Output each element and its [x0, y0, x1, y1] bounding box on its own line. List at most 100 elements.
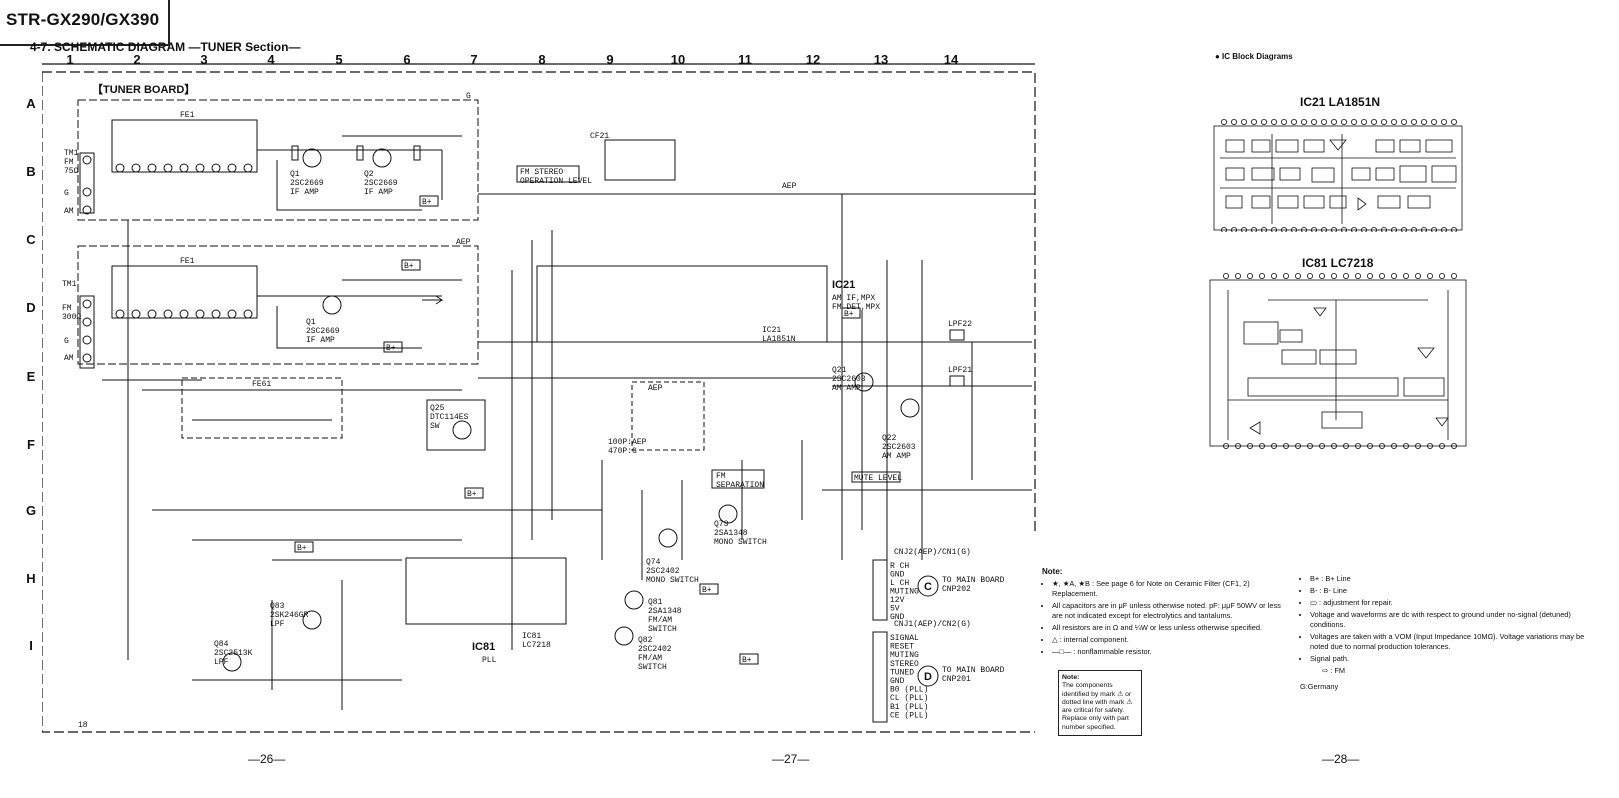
ic-pin	[1380, 119, 1387, 125]
column-number: 5	[335, 52, 343, 67]
ic-pin	[1390, 119, 1397, 125]
fe1-pin	[243, 163, 253, 173]
ic-pin	[1391, 227, 1397, 232]
fe1-pin	[147, 309, 157, 319]
model-box	[0, 0, 170, 46]
cnj2-pin-label: 12V	[890, 596, 905, 605]
cnj2-pin-label: R CH	[890, 562, 909, 571]
row-letter: E	[26, 369, 36, 384]
bplus-tags: B+B+B+B+B+B+B+B+	[294, 195, 861, 665]
ic-pin	[1411, 227, 1417, 232]
antenna-am-top: AM	[64, 207, 74, 216]
bplus-tag-box	[419, 195, 439, 207]
ic-pin	[1430, 119, 1437, 125]
ic-pin	[1251, 119, 1258, 125]
cnj2-pin-label: GND	[890, 613, 905, 622]
bplus-tag-box	[739, 653, 759, 665]
ic-pin	[1291, 119, 1298, 125]
ic-pin	[1331, 119, 1338, 125]
safety-note-box: Note: The components identified by mark …	[1058, 670, 1142, 737]
bplus-tag-box	[464, 487, 484, 499]
ic-pin	[1340, 119, 1347, 125]
mute-level-label: MUTE LEVEL	[854, 474, 902, 483]
ic-pin	[1414, 442, 1421, 449]
ic21-block-title: IC21 LA1851N	[1300, 95, 1381, 109]
connector-c-letter: C	[924, 581, 932, 593]
row-letter: A	[26, 96, 36, 111]
row-letter: F	[27, 437, 35, 452]
column-number: 6	[403, 52, 411, 67]
ic-pin	[1261, 119, 1268, 125]
ic-pin	[1222, 273, 1229, 279]
aep-small-label: AEP	[648, 384, 663, 393]
legend-block: B+ : B+ Line B- : B- Line ▭ : adjustment…	[1300, 574, 1600, 692]
ic-pin	[1311, 119, 1318, 125]
ic-pin	[1247, 273, 1254, 279]
ic-pin	[1271, 442, 1278, 449]
ic-pin	[1240, 119, 1247, 125]
cnj1-pin-label: MUTING	[890, 651, 919, 660]
fe1-pin	[195, 309, 205, 319]
ic-pin	[1371, 227, 1377, 232]
antenna-g-top: G	[64, 189, 69, 198]
ic-pin	[1450, 119, 1457, 125]
column-number: 9	[606, 52, 614, 67]
ic-pin	[1247, 442, 1254, 449]
ic-pin	[1321, 227, 1327, 232]
ic-pin	[1381, 227, 1387, 232]
cnj1-pin-label: GND	[890, 677, 905, 686]
safety-note-text: The components identified by mark ⚠ or d…	[1062, 682, 1133, 731]
column-number: 2	[133, 52, 141, 67]
ic81-label: IC81	[472, 641, 495, 653]
ic-pin	[1402, 273, 1409, 279]
ic81-block-diagram	[1209, 273, 1467, 449]
note-item: ★, ★A, ★B : See page 6 for Note on Ceram…	[1052, 579, 1287, 599]
cnj1-pin-label: CL (PLL)	[890, 694, 928, 703]
column-number: 8	[538, 52, 546, 67]
ic-pin	[1259, 273, 1266, 279]
ic-pin	[1331, 273, 1338, 279]
fe61-label: FE61	[252, 380, 271, 389]
ic-pin	[1283, 273, 1290, 279]
ic-pin	[1401, 227, 1407, 232]
ic-pin	[1414, 273, 1421, 279]
ic-pin	[1319, 273, 1326, 279]
column-number: 14	[943, 52, 959, 67]
fe1-label-top: FE1	[180, 111, 195, 120]
ic-pin	[1421, 227, 1427, 232]
cf21-label: CF21	[590, 132, 609, 141]
legend-item: B- : B- Line	[1310, 586, 1600, 596]
fe1-pin	[115, 163, 125, 173]
board-title: 【TUNER BOARD】	[92, 83, 195, 96]
page-number-27: —27—	[772, 752, 810, 766]
ic-pin	[1420, 119, 1427, 125]
notes-block: Note: ★, ★A, ★B : See page 6 for Note on…	[1042, 567, 1287, 659]
fe1-pin	[131, 309, 141, 319]
fe1-pin	[115, 309, 125, 319]
fe1-pin	[211, 309, 221, 319]
ic-block-header: ● IC Block Diagrams	[1215, 52, 1293, 61]
ic-pin	[1261, 227, 1267, 232]
ic-pin	[1281, 227, 1287, 232]
cnj1-pin-label: B1 (PLL)	[890, 703, 928, 712]
ic-pin	[1231, 227, 1237, 232]
cnj1-pin-label: B0 (PLL)	[890, 686, 928, 695]
legend-item: B+ : B+ Line	[1310, 574, 1600, 584]
ic-pin	[1221, 227, 1227, 232]
note-item: —□— : nonflammable resistor.	[1052, 647, 1287, 657]
legend-germany: G:Germany	[1300, 682, 1339, 691]
bplus-tag: B+	[386, 344, 396, 353]
ic-pin	[1301, 227, 1307, 232]
